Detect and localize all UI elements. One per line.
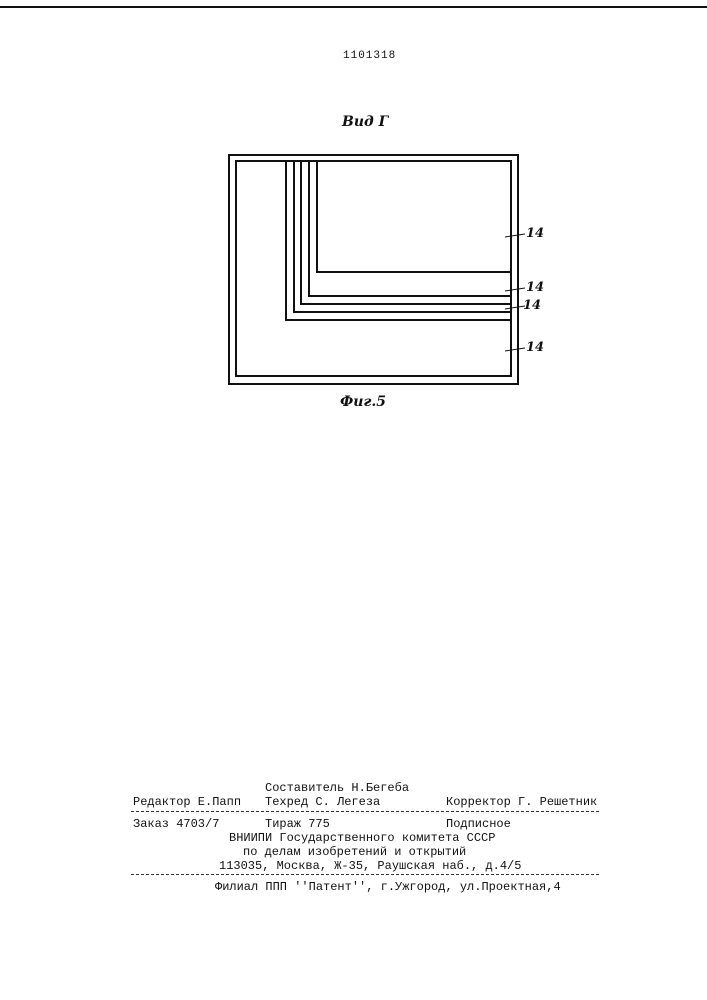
circulation-line: Тираж 775 [265,817,330,832]
reference-label: 14 [526,226,544,241]
outer-frame [229,155,518,384]
reference-label: 14 [523,298,541,313]
compiler-line: Составитель Н.Бегеба [265,781,409,796]
divider-1 [131,811,599,812]
inner-frame [236,161,511,376]
reference-label: 14 [526,340,544,355]
subscription-line: Подписное [446,817,511,832]
reference-label: 14 [526,280,544,295]
layer-line-3 [301,161,511,304]
layer-line-4 [309,161,511,296]
leader-4 [505,348,525,351]
techred-line: Техред С. Легеза [265,795,380,810]
branch-line: Филиал ППП ''Патент'', г.Ужгород, ул.Про… [215,880,561,895]
address-line: 113035, Москва, Ж-35, Раушская наб., д.4… [219,859,521,874]
divider-2 [131,874,599,875]
organization-line-2: по делам изобретений и открытий [243,845,466,860]
leader-1 [505,234,525,237]
figure-caption: Фиг.5 [340,394,386,410]
layer-line-5 [317,161,511,272]
layer-line-2 [294,161,511,312]
leader-3 [505,306,525,309]
corrector-line: Корректор Г. Решетник [446,795,597,810]
organization-line-1: ВНИИПИ Государственного комитета СССР [229,831,495,846]
leader-2 [505,288,525,291]
editor-line: Редактор Е.Папп [133,795,241,810]
order-line: Заказ 4703/7 [133,817,219,832]
